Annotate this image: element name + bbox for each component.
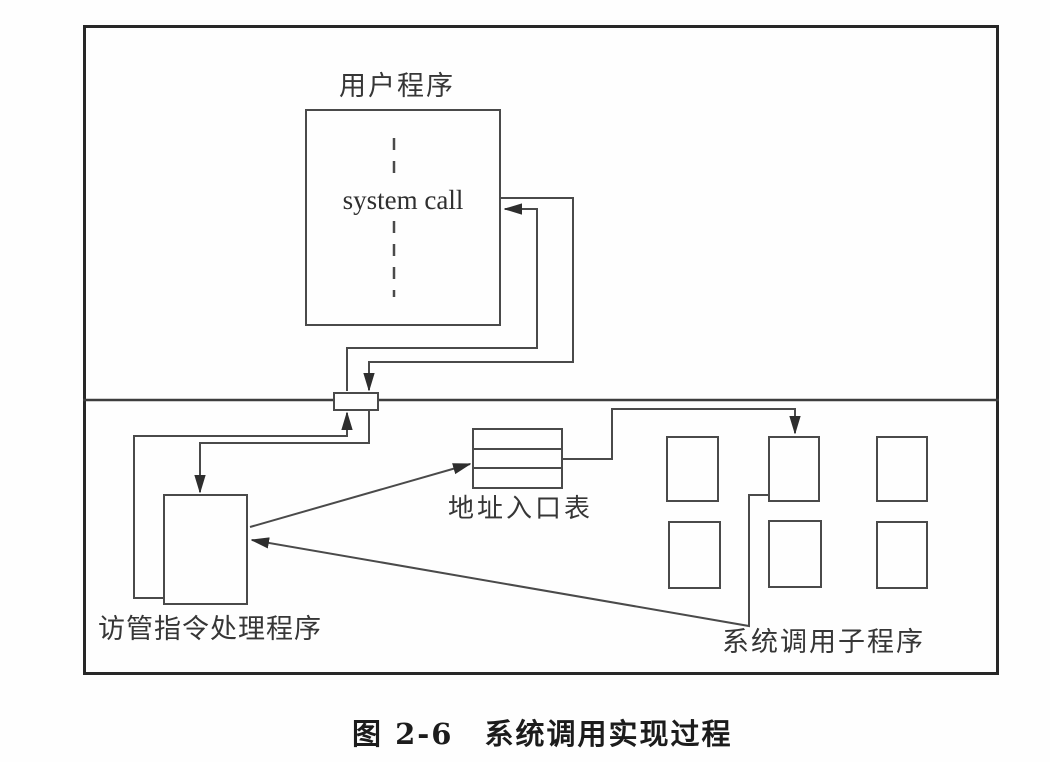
system-call-text: system call bbox=[342, 185, 464, 215]
trap-to-handler-line bbox=[200, 410, 370, 492]
subroutine-to-handler-line bbox=[252, 494, 768, 628]
syscall-to-trap-line bbox=[369, 197, 574, 390]
subroutine-box bbox=[768, 436, 820, 502]
address-table-box bbox=[472, 428, 563, 489]
subroutine-box bbox=[876, 521, 928, 589]
figure-caption: 图 2-6 系统调用实现过程 bbox=[352, 717, 733, 751]
subroutine-box bbox=[768, 520, 822, 588]
subroutine-box bbox=[668, 521, 721, 589]
user-program-label: 用户程序 bbox=[339, 71, 455, 102]
table-to-subroutine-line bbox=[562, 408, 795, 460]
trap-to-syscall-return-line bbox=[346, 209, 538, 391]
subroutines-label: 系统调用子程序 bbox=[722, 627, 925, 658]
trap-handler-box bbox=[163, 494, 248, 605]
address-table-label: 地址入口表 bbox=[448, 494, 594, 524]
user-program-box bbox=[305, 109, 501, 326]
trap-handler-label: 访管指令处理程序 bbox=[98, 614, 322, 645]
subroutine-box bbox=[876, 436, 928, 502]
trap-instruction-box bbox=[333, 392, 379, 411]
subroutine-box bbox=[666, 436, 719, 502]
diagram-frame bbox=[83, 25, 999, 675]
handler-to-table-line bbox=[249, 463, 470, 528]
handler-to-trap-line bbox=[133, 413, 347, 599]
